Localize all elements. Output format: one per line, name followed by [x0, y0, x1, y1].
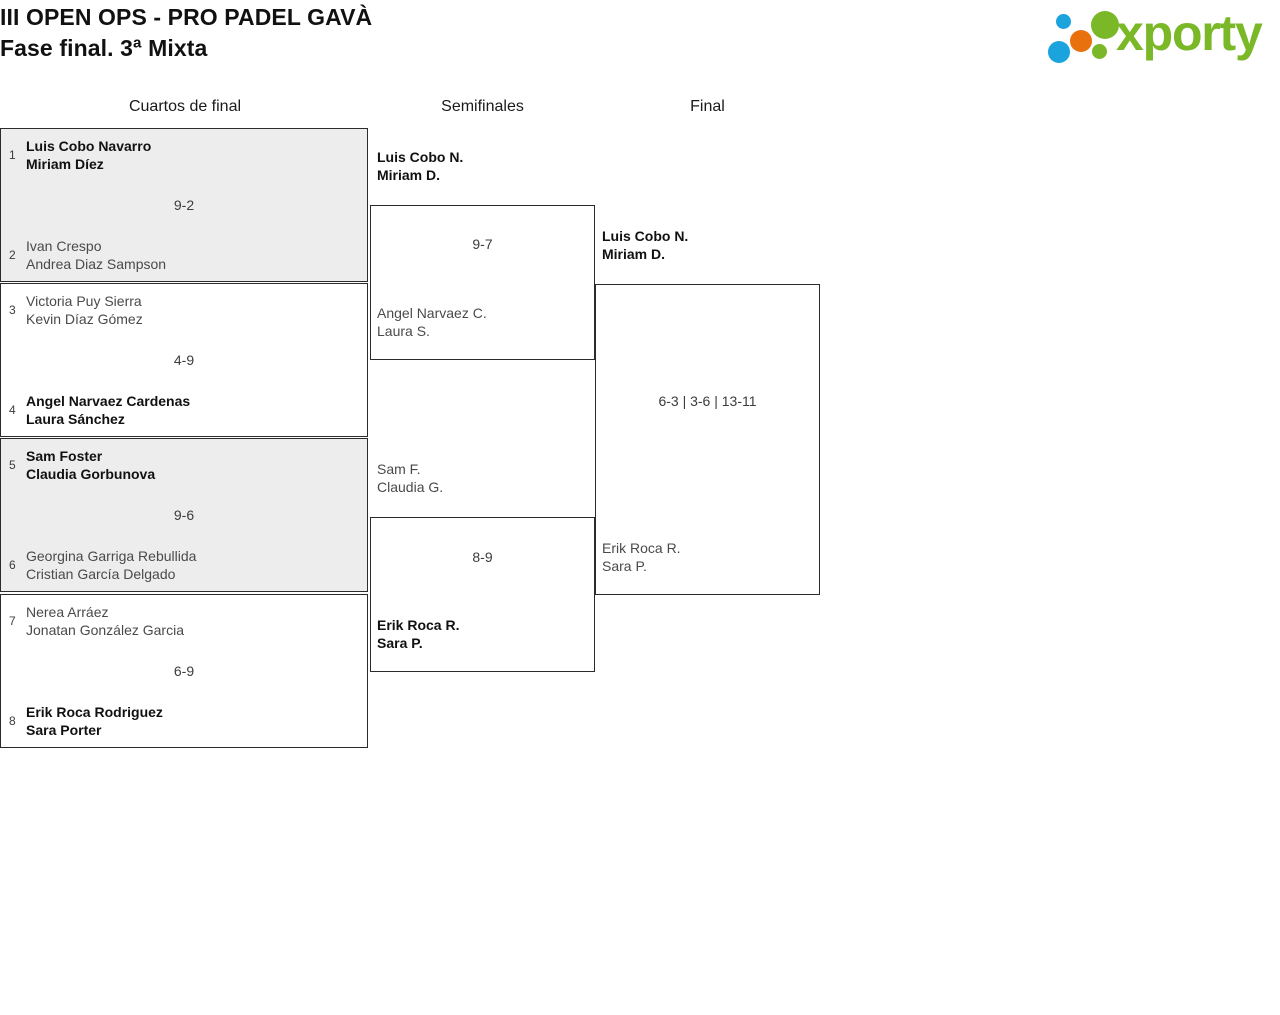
xporty-dots-icon	[1044, 8, 1122, 63]
seed-number: 5	[9, 458, 16, 472]
xporty-logo[interactable]: xporty	[1044, 5, 1274, 63]
seed-number: 7	[9, 614, 16, 628]
team-names: Georgina Garriga Rebullida Cristian Garc…	[26, 547, 196, 583]
player-name: Cristian García Delgado	[26, 566, 176, 582]
logo-dot-blue-small	[1056, 14, 1071, 29]
final-match[interactable]	[595, 284, 820, 595]
player-name: Sara Porter	[26, 722, 102, 738]
match-team-bottom[interactable]: 6 Georgina Garriga Rebullida Cristian Ga…	[9, 547, 196, 583]
logo-wordmark: xporty	[1116, 5, 1263, 61]
team-names: Sam Foster Claudia Gorbunova	[26, 447, 155, 483]
tournament-title-block: III OPEN OPS - PRO PADEL GAVÀ Fase final…	[0, 2, 372, 64]
match-score: 9-2	[173, 197, 195, 213]
semifinal-match-1[interactable]	[370, 205, 595, 360]
team-names: Ivan Crespo Andrea Diaz Sampson	[26, 237, 166, 273]
semifinal-2-team-top[interactable]: Sam F. Claudia G.	[377, 460, 443, 496]
player-name: Angel Narvaez C.	[377, 305, 487, 321]
player-name: Jonatan González Garcia	[26, 622, 184, 638]
player-name: Claudia Gorbunova	[26, 466, 156, 482]
round-header-final: Final	[690, 98, 725, 115]
match-score: 6-9	[173, 663, 195, 679]
round-header-quarterfinals: Cuartos de final	[128, 98, 242, 115]
player-name: Miriam D.	[377, 167, 441, 183]
quarterfinal-match-2[interactable]: 3 Victoria Puy Sierra Kevin Díaz Gómez 4…	[0, 283, 368, 437]
player-name: Victoria Puy Sierra	[26, 293, 142, 309]
team-names: Victoria Puy Sierra Kevin Díaz Gómez	[26, 292, 143, 328]
match-team-top[interactable]: 1 Luis Cobo Navarro Miriam Díez	[9, 137, 151, 173]
logo-dot-blue-large	[1048, 41, 1070, 63]
seed-number: 3	[9, 303, 16, 317]
semifinal-1-team-top[interactable]: Luis Cobo N. Miriam D.	[377, 148, 463, 184]
player-name: Sara P.	[602, 558, 647, 574]
player-name: Andrea Diaz Sampson	[26, 256, 167, 272]
match-team-bottom[interactable]: 2 Ivan Crespo Andrea Diaz Sampson	[9, 237, 166, 273]
quarterfinal-match-4[interactable]: 7 Nerea Arráez Jonatan González Garcia 6…	[0, 594, 368, 748]
player-name: Luis Cobo N.	[377, 149, 464, 165]
seed-number: 4	[9, 403, 16, 417]
player-name: Laura S.	[377, 323, 430, 339]
seed-number: 8	[9, 714, 16, 728]
seed-number: 2	[9, 248, 16, 262]
final-team-top[interactable]: Luis Cobo N. Miriam D.	[602, 227, 688, 263]
semifinal-2-score: 8-9	[472, 549, 493, 565]
player-name: Erik Roca Rodriguez	[26, 704, 163, 720]
player-name: Claudia G.	[377, 479, 444, 495]
final-team-bottom[interactable]: Erik Roca R. Sara P.	[602, 539, 681, 575]
player-name: Sam Foster	[26, 448, 103, 464]
match-score: 9-6	[173, 507, 195, 523]
final-score: 6-3 | 3-6 | 13-11	[658, 393, 757, 409]
player-name: Miriam D.	[602, 246, 666, 262]
team-names: Luis Cobo Navarro Miriam Díez	[26, 137, 151, 173]
player-name: Kevin Díaz Gómez	[26, 311, 143, 327]
match-team-bottom[interactable]: 4 Angel Narvaez Cardenas Laura Sánchez	[9, 392, 190, 428]
match-team-top[interactable]: 5 Sam Foster Claudia Gorbunova	[9, 447, 155, 483]
seed-number: 6	[9, 558, 16, 572]
logo-dot-green-small	[1092, 44, 1107, 59]
semifinal-1-score: 9-7	[472, 236, 493, 252]
player-name: Miriam Díez	[26, 156, 104, 172]
tournament-name: III OPEN OPS - PRO PADEL GAVÀ	[0, 4, 373, 30]
team-names: Angel Narvaez Cardenas Laura Sánchez	[26, 392, 190, 428]
player-name: Ivan Crespo	[26, 238, 102, 254]
player-name: Sam F.	[377, 461, 421, 477]
match-team-bottom[interactable]: 8 Erik Roca Rodriguez Sara Porter	[9, 703, 163, 739]
round-header-semifinals: Semifinales	[441, 98, 524, 115]
page-header: III OPEN OPS - PRO PADEL GAVÀ Fase final…	[0, 0, 1280, 86]
match-team-top[interactable]: 3 Victoria Puy Sierra Kevin Díaz Gómez	[9, 292, 143, 328]
player-name: Erik Roca R.	[377, 617, 460, 633]
player-name: Luis Cobo Navarro	[26, 138, 152, 154]
team-names: Nerea Arráez Jonatan González Garcia	[26, 603, 184, 639]
logo-dot-orange	[1070, 30, 1092, 52]
seed-number: 1	[9, 148, 16, 162]
match-score: 4-9	[173, 352, 195, 368]
quarterfinal-match-1[interactable]: 1 Luis Cobo Navarro Miriam Díez 9-2 2 Iv…	[0, 128, 368, 282]
semifinal-match-2[interactable]	[370, 517, 595, 672]
player-name: Luis Cobo N.	[602, 228, 689, 244]
player-name: Laura Sánchez	[26, 411, 125, 427]
player-name: Georgina Garriga Rebullida	[26, 548, 197, 564]
quarterfinal-match-3[interactable]: 5 Sam Foster Claudia Gorbunova 9-6 6 Geo…	[0, 438, 368, 592]
tournament-phase: Fase final. 3ª Mixta	[0, 35, 208, 61]
player-name: Sara P.	[377, 635, 423, 651]
player-name: Angel Narvaez Cardenas	[26, 393, 191, 409]
team-names: Erik Roca Rodriguez Sara Porter	[26, 703, 163, 739]
player-name: Erik Roca R.	[602, 540, 681, 556]
semifinal-1-team-bottom[interactable]: Angel Narvaez C. Laura S.	[377, 304, 487, 340]
logo-dot-green-large	[1091, 11, 1119, 39]
match-team-top[interactable]: 7 Nerea Arráez Jonatan González Garcia	[9, 603, 184, 639]
semifinal-2-team-bottom[interactable]: Erik Roca R. Sara P.	[377, 616, 459, 652]
player-name: Nerea Arráez	[26, 604, 109, 620]
